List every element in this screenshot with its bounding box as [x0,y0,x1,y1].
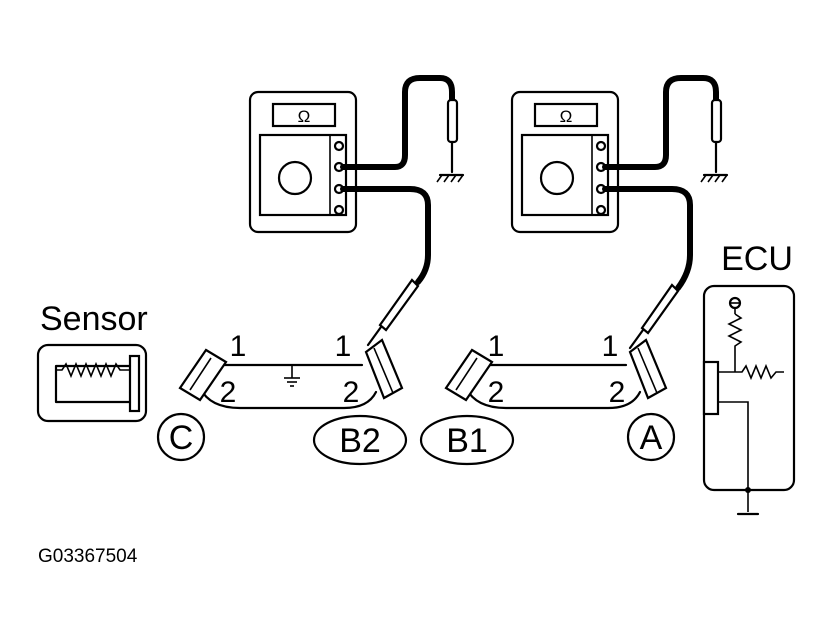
probe-ground-right [700,98,729,183]
svg-text:B1: B1 [446,422,488,460]
connector-b2 [364,338,404,400]
connector-a [628,338,668,400]
meter-display-text: Ω [560,107,573,126]
badge-b2: B2 [312,414,408,466]
svg-text:A: A [640,419,663,457]
meter-display-text: Ω [298,107,311,126]
ohmmeter-left: Ω [248,90,358,234]
connector-b1 [444,348,494,402]
pin-b2-2: 2 [343,376,360,409]
pin-b2-1: 1 [335,330,352,363]
resistor-icon [56,361,130,379]
ohmmeter-right: Ω [510,90,620,234]
sensor-box [36,343,148,423]
meter-dial [539,160,575,196]
probe-lead-ground [340,75,455,170]
pullup-resistor-icon [727,313,743,356]
series-resistor-icon [718,363,784,381]
probe-lead-a [602,186,693,291]
pin-b1-2: 2 [488,376,505,409]
figure-code: G03367504 [38,546,138,567]
meter-jack [595,204,607,216]
pin-c-1: 1 [230,330,247,363]
meter-dial [277,160,313,196]
sensor-label: Sensor [40,300,148,338]
probe-ground-left [436,98,465,183]
badge-b1: B1 [419,414,515,466]
connector-c [178,348,228,402]
ecu-label: ECU [721,240,793,278]
meter-face [258,133,348,217]
meter-display [533,102,599,128]
meter-jack [333,204,345,216]
pin-c-2: 2 [220,376,237,409]
svg-text:B2: B2 [339,422,381,460]
probe-b2 [366,278,420,347]
ecu-box [702,284,796,516]
meter-display [271,102,337,128]
meter-jack [333,140,345,152]
meter-jack [595,140,607,152]
meter-face [520,133,610,217]
pin-b1-1: 1 [488,330,505,363]
probe-lead-b2 [340,186,431,285]
probe-lead-ground [602,75,719,170]
pin-a-2: 2 [609,376,626,409]
harness-c-b2 [178,338,404,410]
badge-a: A [626,412,676,462]
probe-a [628,283,680,350]
svg-text:C: C [169,419,194,457]
harness-b1-a [444,338,668,410]
badge-c: C [156,412,206,462]
pin-a-1: 1 [602,330,619,363]
